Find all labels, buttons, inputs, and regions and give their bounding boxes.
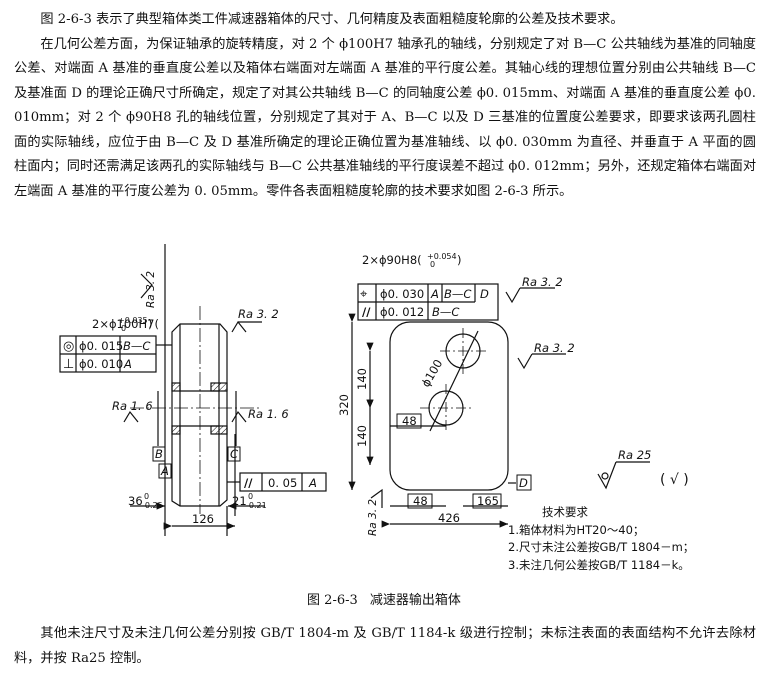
right-ra-right: Ra 3. 2	[534, 341, 575, 355]
datum-B: B	[155, 447, 163, 461]
gearbox-drawing: 2×ϕ100H7( +0.035 0 ) ◎ ϕ0. 015 B—C ⊥ ϕ0.…	[59, 244, 689, 536]
right-frame2-datum: B—C	[432, 305, 459, 319]
tech-item: 3.未注几何公差按GB/T 1184－k。	[508, 557, 690, 572]
right-view-body	[389, 321, 509, 491]
dim-126: 126	[192, 512, 214, 526]
left-ra-right2: Ra 1. 6	[248, 407, 289, 421]
left-hole-tol-lower: 0	[121, 324, 126, 333]
right-frame1-datum2: B—C	[444, 287, 471, 301]
left-frame1-value: ϕ0. 015	[79, 339, 123, 353]
dim-36: 36	[128, 494, 143, 508]
left-ra-right: Ra 3. 2	[238, 307, 279, 321]
technical-requirements: 技术要求 1.箱体材料为HT20～40； 2.尺寸未注公差按GB/T 1804－…	[508, 504, 694, 574]
outro-text: 其他未注尺寸及未注几何公差分别按 GB/T 1804-m 及 GB/T 1184…	[14, 622, 756, 671]
right-parallelism-icon: //	[362, 305, 371, 319]
left-par-datum: A	[308, 476, 317, 490]
left-frame2-value: ϕ0. 010	[79, 357, 123, 371]
intro-text: 图 2-6-3 表示了典型箱体类工件减速器箱体的尺寸、几何精度及表面粗糙度轮廓的…	[14, 8, 756, 204]
dim-21-tol-upper: 0	[248, 492, 253, 501]
left-frame1-datum: B—C	[123, 339, 150, 353]
right-hole-tol-upper: +0.054	[427, 252, 457, 261]
dim-48b: 48	[413, 494, 428, 508]
dim-phi100: ϕ100	[418, 357, 445, 390]
left-ra-left: Ra 1. 6	[112, 399, 153, 413]
tech-item: 1.箱体材料为HT20～40；	[508, 522, 645, 537]
left-hole-spec: 2×ϕ100H7(	[92, 317, 159, 331]
left-hole-tol-upper: +0.035	[118, 316, 148, 325]
svg-text:): )	[457, 253, 462, 267]
intro-paragraph-1: 图 2-6-3 表示了典型箱体类工件减速器箱体的尺寸、几何精度及表面粗糙度轮廓的…	[40, 12, 624, 27]
right-frame2-value: ϕ0. 012	[380, 305, 424, 319]
left-ra-top: Ra 3. 2	[145, 271, 157, 308]
intro-paragraph-2: 在几何公差方面，为保证轴承的旋转精度，对 2 个 ϕ100H7 轴承孔的轴线，分…	[14, 36, 756, 199]
dim-140b: 140	[355, 425, 369, 447]
position-icon: ⌖	[360, 287, 368, 302]
dim-36-tol-lower: -0.25	[142, 501, 163, 510]
svg-text:): )	[148, 317, 153, 331]
right-ra-top: Ra 3. 2	[522, 275, 563, 289]
caption-number: 图 2-6-3	[307, 593, 358, 608]
left-view-body	[171, 323, 228, 507]
datum-D: D	[519, 476, 528, 490]
tech-title: 技术要求	[542, 505, 588, 519]
general-roughness-paren: ( √ )	[660, 472, 689, 488]
dim-48a: 48	[402, 414, 417, 428]
right-frame1-value: ϕ0. 030	[380, 287, 424, 301]
left-frame2-datum: A	[123, 357, 132, 371]
coaxiality-icon: ◎	[63, 339, 74, 354]
dim-36-tol-upper: 0	[144, 492, 149, 501]
outro-paragraph: 其他未注尺寸及未注几何公差分别按 GB/T 1804-m 及 GB/T 1184…	[14, 626, 756, 666]
dim-426: 426	[438, 511, 460, 525]
perpendicularity-icon: ⊥	[63, 357, 74, 372]
caption-title: 减速器输出箱体	[369, 593, 461, 608]
right-frame1-datum1: A	[430, 287, 439, 301]
right-ra-bottom: Ra 3. 2	[367, 499, 379, 536]
right-frame1-datum3: D	[480, 287, 489, 301]
datum-A: A	[160, 464, 169, 478]
general-roughness: Ra 25	[618, 448, 651, 462]
left-par-value: 0. 05	[268, 476, 297, 490]
dim-165: 165	[477, 494, 499, 508]
parallelism-icon: //	[244, 476, 253, 490]
dim-21-tol-lower: -0.21	[246, 501, 267, 510]
right-hole-tol-lower: 0	[430, 260, 435, 269]
figure-caption: 图 2-6-3 减速器输出箱体	[0, 589, 768, 608]
datum-C: C	[230, 447, 238, 461]
dim-21: 21	[232, 494, 247, 508]
dim-140a: 140	[355, 368, 369, 390]
dim-320: 320	[337, 394, 351, 416]
tech-item: 2.尺寸未注公差按GB/T 1804－m；	[508, 540, 695, 554]
right-hole-spec: 2×ϕ90H8(	[362, 253, 422, 267]
